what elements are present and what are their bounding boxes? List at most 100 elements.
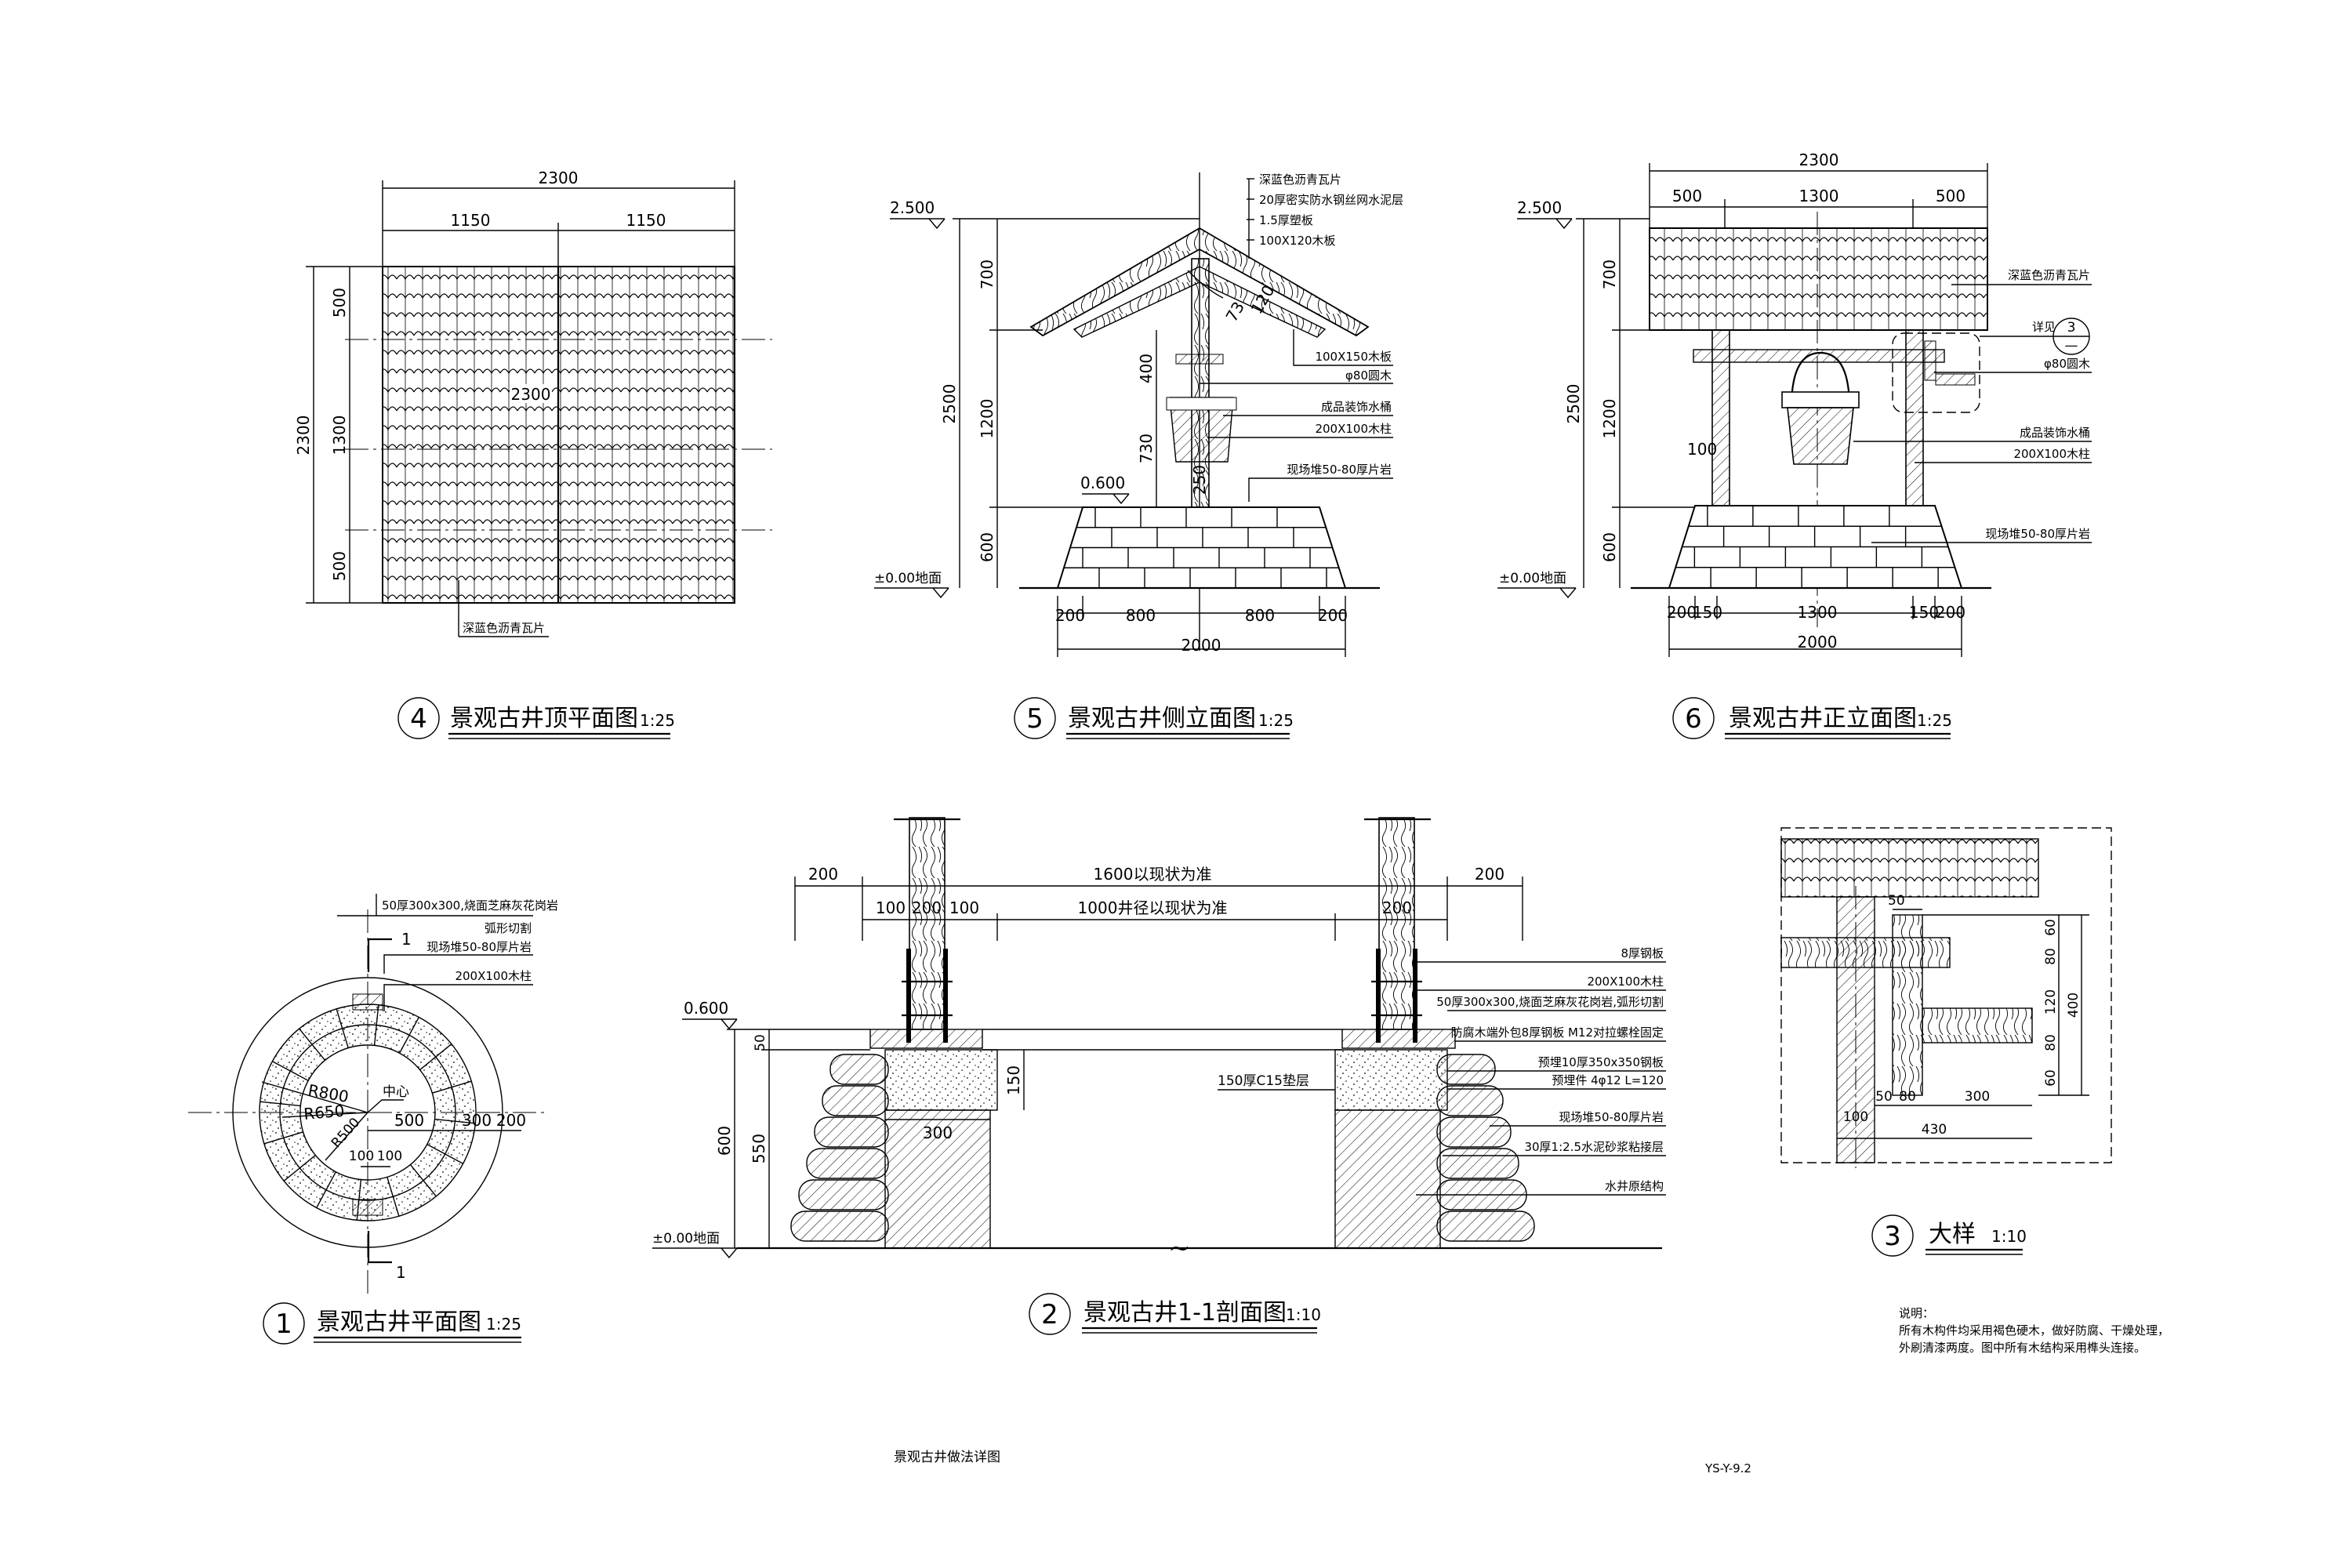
stone-stack (790, 1054, 1535, 1242)
view-number: 3 (1884, 1221, 1901, 1252)
dim-t2: 1300 (1799, 187, 1839, 205)
dim-100-left: 100 (349, 1149, 374, 1164)
stone (829, 1054, 889, 1085)
dim-100-a: 100 (876, 898, 906, 917)
stone (798, 1179, 889, 1210)
stone (822, 1085, 889, 1116)
level-top: 2.500 (1517, 198, 1562, 217)
dim-v80-top: 80 (2043, 948, 2059, 965)
section-label: 现场堆50-80厚片岩 (1559, 1110, 1664, 1124)
label-board-100x150: 100X150木板 (1315, 350, 1392, 364)
view-scale: 1:25 (1258, 711, 1294, 730)
view-title: 景观古井正立面图 (1729, 705, 1917, 732)
section-label: 水井原结构 (1605, 1179, 1664, 1193)
label-wood-post: 200X100木柱 (455, 969, 532, 983)
dim-b-total: 2000 (1798, 633, 1838, 652)
label-plastic-board: 1.5厚塑板 (1259, 213, 1313, 227)
label-tile: 深蓝色沥青瓦片 (2008, 268, 2090, 282)
roof-tile-label: 深蓝色沥青瓦片 (463, 621, 545, 635)
dim-top-50: 50 (1888, 893, 1905, 909)
paving-joint (434, 1118, 476, 1124)
stone (1436, 1116, 1512, 1148)
notes-line: 所有木构件均采用褐色硬木，做好防腐、干燥处理， (1899, 1323, 2169, 1338)
dim-t3: 500 (1936, 187, 1965, 205)
stone (1436, 1148, 1519, 1179)
dim-b100: 100 (1843, 1109, 1868, 1125)
view-3-detail: 60 80 120 80 60 400 50 50 80 300 100 430… (1780, 827, 2112, 1257)
paving-joint (387, 1177, 400, 1217)
label-wood-post: 200X100木柱 (2013, 447, 2090, 461)
view-number: 4 (410, 703, 427, 735)
dim-v400: 400 (2066, 993, 2082, 1018)
paving-joint (399, 1017, 419, 1054)
dim-r650: R650 (303, 1102, 345, 1123)
stone (1436, 1210, 1535, 1242)
dim-b50: 50 (1875, 1089, 1893, 1105)
label-c15: 150厚C15垫层 (1218, 1073, 1309, 1089)
dim-inner-1: 400 (1137, 354, 1156, 383)
label-wood-post: 200X100木柱 (1315, 422, 1392, 436)
detail-ref-sheet: — (2065, 338, 2078, 354)
dim-inner-3: 250 (1190, 465, 1209, 495)
label-arc-cut: 弧形切割 (485, 921, 532, 935)
section-label: 预埋10厚350x350钢板 (1538, 1055, 1664, 1069)
level-mid: 0.600 (1080, 474, 1125, 492)
dim-1000: 1000井径以现状为准 (1078, 898, 1228, 917)
view-title: 景观古井顶平面图 (450, 705, 638, 732)
view-5-side-elevation: 2.500 0.600 ±0.00地面 2500 700 1200 600 40… (874, 172, 1403, 739)
dim-b2: 150 (1693, 603, 1722, 622)
dim-b1: 200 (1055, 606, 1085, 625)
paving-joint (426, 1144, 463, 1164)
dim-total-height: 2500 (940, 384, 959, 424)
view-number: 6 (1685, 703, 1702, 735)
paving-joint (432, 1080, 472, 1094)
dim-half-left: 1150 (451, 211, 491, 230)
view-scale: 1:25 (640, 711, 675, 730)
dim-100-b: 100 (949, 898, 979, 917)
section-label: 8厚钢板 (1621, 946, 1664, 960)
dim-left-200: 200 (808, 865, 838, 884)
stone-joints (1675, 506, 1955, 588)
center-label: 中心 (383, 1084, 409, 1100)
detail-ref-bubble[interactable]: 3 — (2053, 318, 2090, 355)
dim-inner-2: 730 (1137, 434, 1156, 463)
dim-bot: 500 (330, 551, 349, 581)
dim-1600: 1600以现状为准 (1094, 865, 1212, 884)
level-0600: 0.600 (684, 999, 728, 1018)
dim-b-total: 2000 (1181, 636, 1221, 655)
paving-joint (263, 1131, 303, 1145)
label-cement-layer: 20厚密实防水钢丝网水泥层 (1259, 193, 1403, 207)
dim-50: 50 (753, 1034, 768, 1051)
dim-post: 1200 (978, 399, 996, 439)
section-label: 50厚300x300,烧面芝麻灰花岗岩,弧形切割 (1436, 995, 1664, 1009)
dim-t1: 500 (1672, 187, 1702, 205)
dim-b3: 1300 (1798, 603, 1838, 622)
dim-500: 500 (394, 1111, 424, 1130)
dim-base: 600 (978, 532, 996, 562)
dim-right-200: 200 (1475, 865, 1504, 884)
dim-post-width: 100 (1687, 440, 1717, 459)
dim-v80-bottom: 80 (2043, 1034, 2059, 1051)
notes-title: 说明： (1899, 1306, 1934, 1320)
label-stone: 现场堆50-80厚片岩 (1287, 463, 1392, 477)
dim-post: 1200 (1600, 399, 1619, 439)
paving-joint (336, 1008, 349, 1048)
dim-mid: 1300 (330, 416, 349, 456)
level-ground: ±0.00地面 (874, 571, 942, 586)
dim-v120: 120 (2043, 989, 2059, 1014)
dim-200: 200 (496, 1111, 526, 1130)
dim-total-height: 2500 (1564, 384, 1583, 424)
level-ground: ±0.00地面 (1499, 571, 1566, 586)
dim-b1: 200 (1667, 603, 1697, 622)
detail-ref-label: 详见 (2032, 320, 2056, 334)
dim-550: 550 (750, 1134, 768, 1163)
label-bucket: 成品装饰水桶 (1321, 400, 1392, 414)
break-mark: ~ (1168, 1232, 1191, 1264)
view-title: 景观古井平面图 (317, 1308, 481, 1336)
stone (790, 1210, 889, 1242)
level-top: 2.500 (890, 198, 935, 217)
dim-total-width: 2300 (1799, 151, 1839, 169)
dim-half-right: 1150 (626, 211, 666, 230)
paving-joint (409, 1164, 437, 1197)
